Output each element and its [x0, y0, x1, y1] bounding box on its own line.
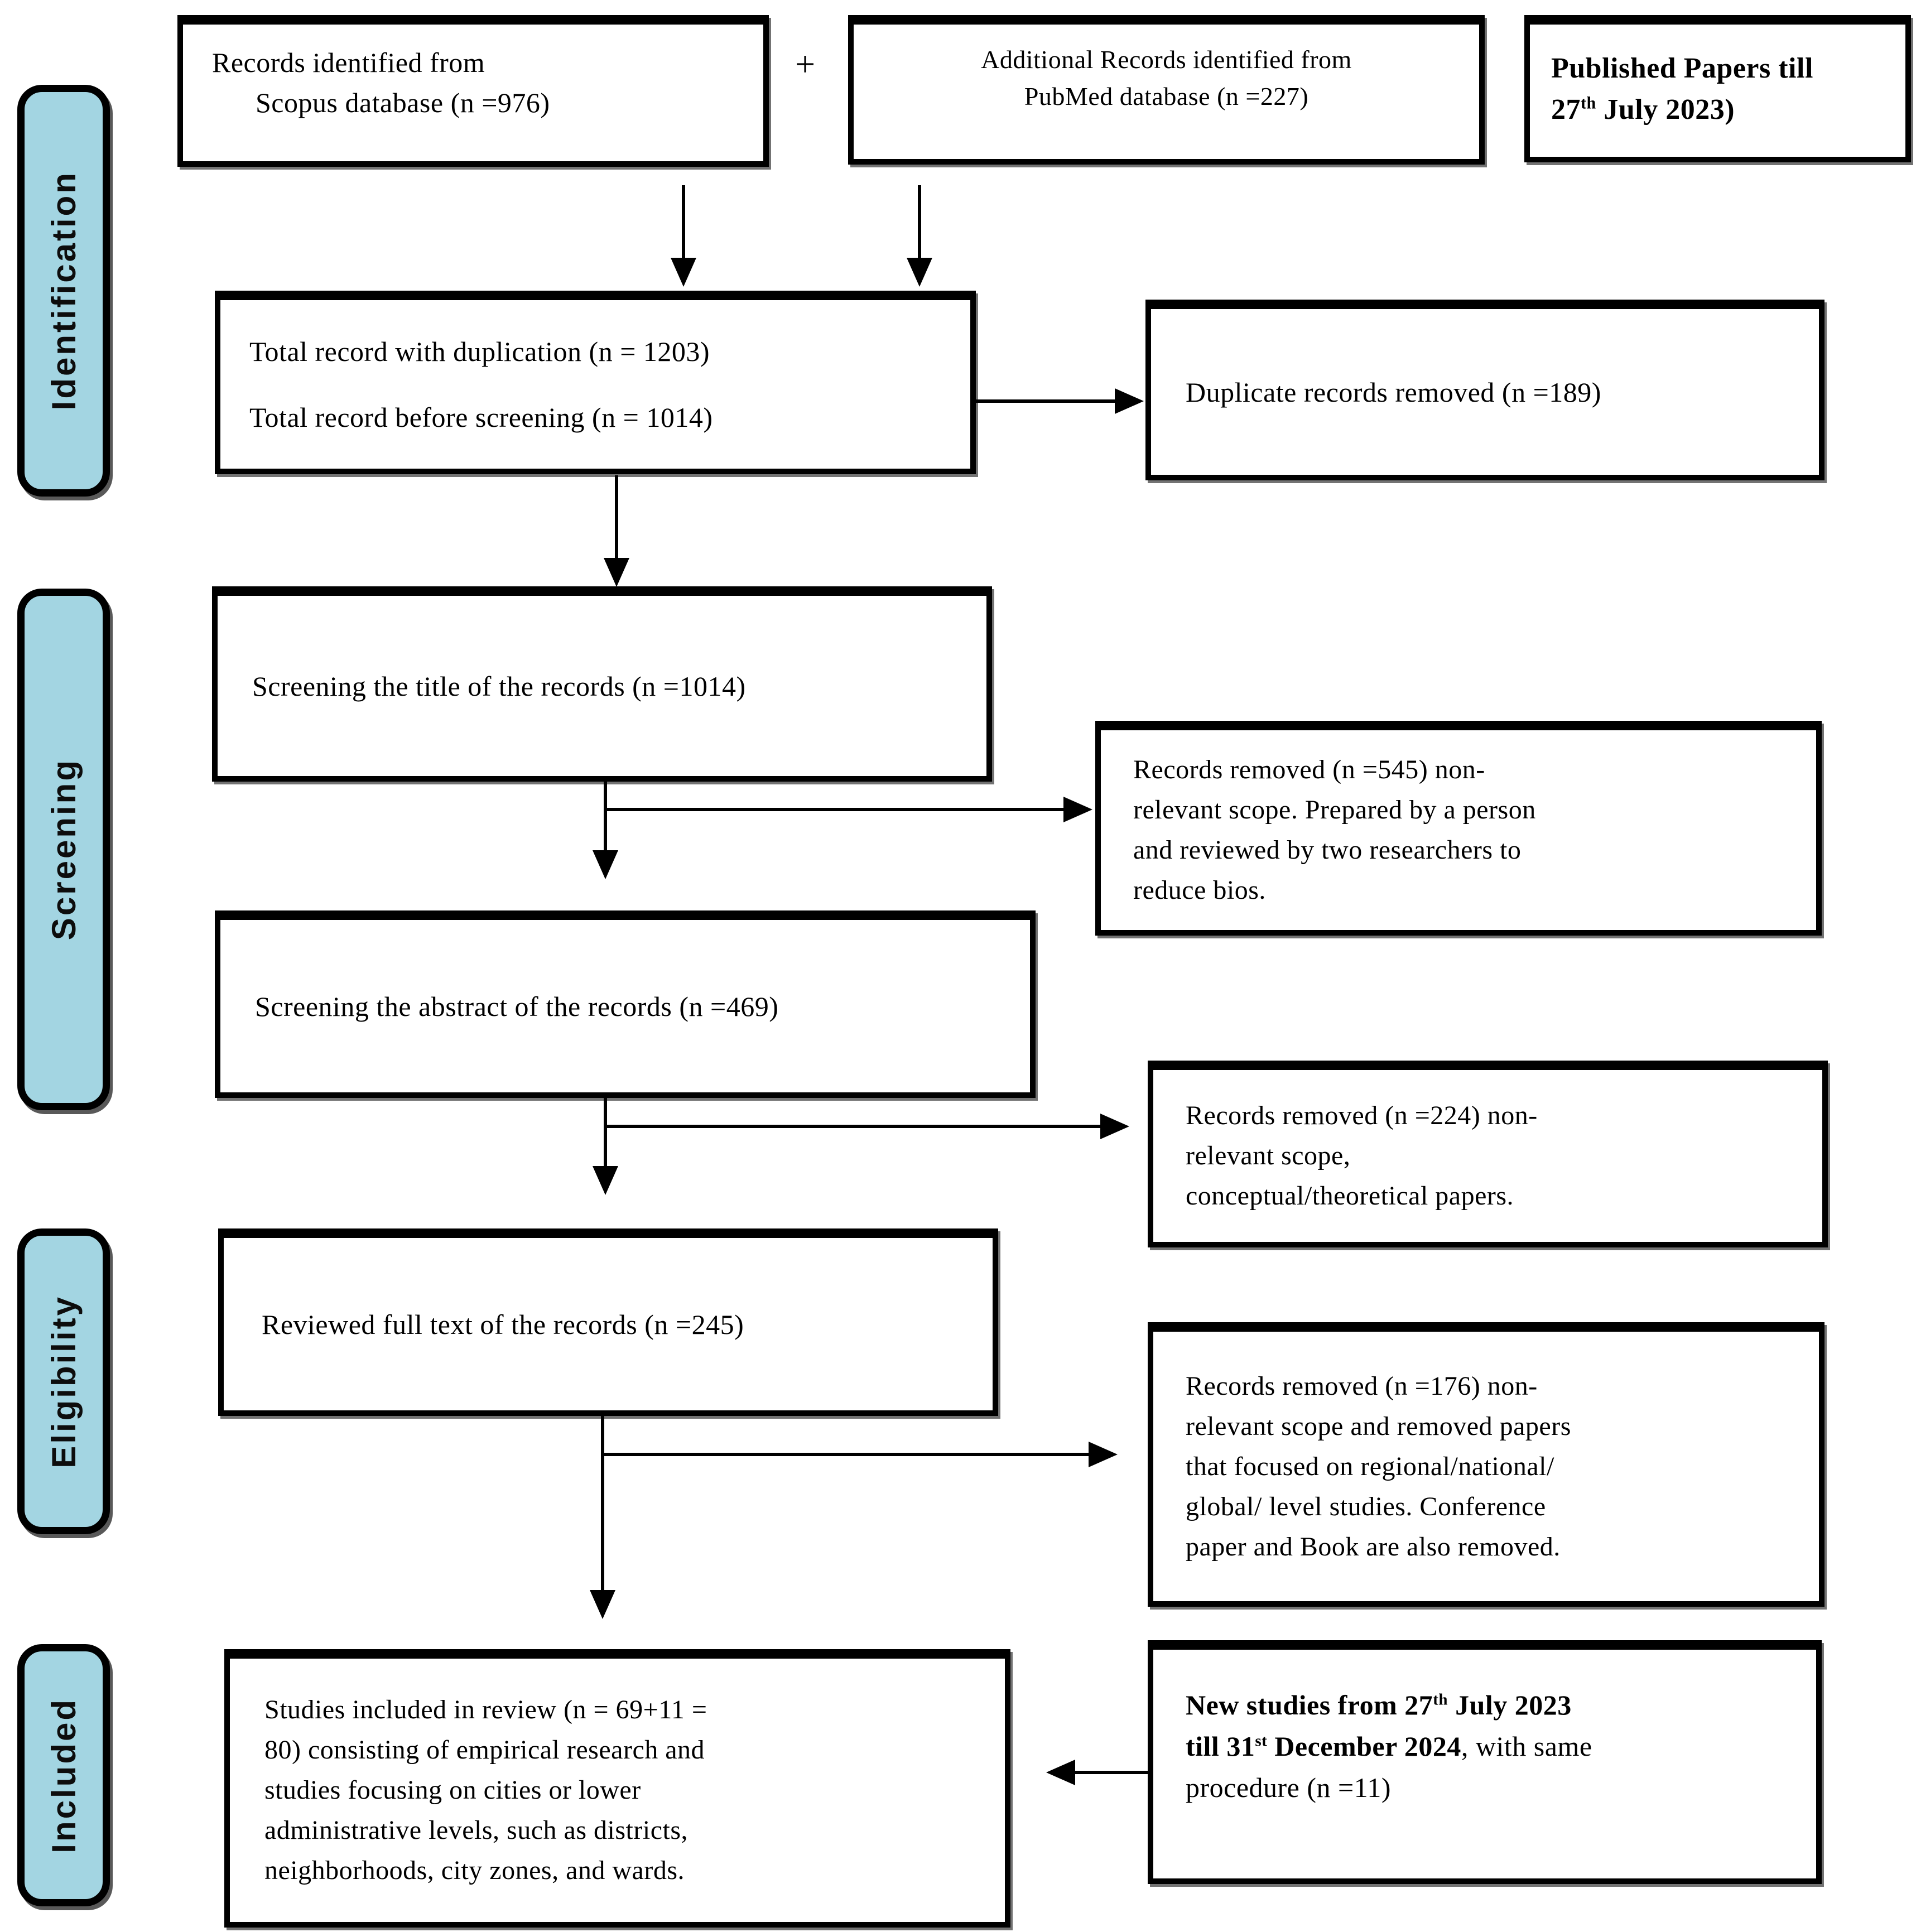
records-removed-176-text: Records removed (n =176) non- relevant s… [1186, 1371, 1571, 1562]
arrow-title-branch-line [604, 808, 1067, 811]
duplicates-removed-text: Duplicate records removed (n =189) [1186, 376, 1601, 408]
arrow-newstudies-to-included-head [1046, 1760, 1075, 1785]
superscript-th: th [1581, 93, 1596, 113]
superscript-th: th [1433, 1690, 1448, 1709]
records-removed-224-text: Records removed (n =224) non- relevant s… [1186, 1101, 1538, 1211]
records-removed-545-text: Records removed (n =545) non- relevant s… [1133, 755, 1536, 905]
published-papers-line1: Published Papers till [1551, 52, 1813, 84]
total-with-duplication-text: Total record with duplication (n = 1203) [249, 336, 710, 367]
arrow-scopus-to-total-head [671, 258, 696, 287]
screening-title-box: Screening the title of the records (n =1… [212, 586, 992, 782]
arrow-total-to-duplicates-line [976, 399, 1118, 403]
arrow-newstudies-to-included-line [1074, 1771, 1148, 1774]
scopus-records-box: Records identified from Scopus database … [177, 15, 769, 167]
arrow-total-to-title-line [615, 475, 618, 560]
new-studies-line1: New studies from 27th July 2023 [1186, 1689, 1572, 1721]
screening-abstract-text: Screening the abstract of the records (n… [255, 990, 779, 1022]
arrow-title-branch-head [1063, 797, 1092, 822]
arrow-fulltext-down-line [601, 1416, 604, 1593]
total-before-screening-text: Total record before screening (n = 1014) [249, 402, 713, 433]
arrow-scopus-to-total-line [682, 185, 685, 261]
total-records-box: Total record with duplication (n = 1203)… [215, 291, 976, 474]
arrow-total-to-title-head [604, 558, 629, 587]
arrow-title-down-head [593, 850, 618, 879]
studies-included-box: Studies included in review (n = 69+11 = … [224, 1649, 1010, 1928]
published-papers-box: Published Papers till 27th July 2023) [1524, 15, 1911, 162]
new-studies-line3: procedure (n =11) [1186, 1772, 1392, 1803]
stage-identification: Identification [17, 85, 110, 497]
pubmed-records-text: Additional Records identified from PubMe… [981, 45, 1352, 110]
stage-screening: Screening [17, 589, 110, 1110]
stage-included-label: Included [45, 1697, 83, 1853]
arrow-total-to-duplicates-head [1115, 388, 1144, 414]
arrow-pubmed-to-total-head [907, 258, 932, 287]
full-text-review-box: Reviewed full text of the records (n =24… [218, 1228, 998, 1416]
new-studies-box: New studies from 27th July 2023 till 31s… [1148, 1640, 1822, 1884]
arrow-abstract-down-line [604, 1098, 607, 1169]
full-text-review-text: Reviewed full text of the records (n =24… [262, 1308, 744, 1340]
stage-included: Included [17, 1644, 110, 1906]
duplicates-removed-box: Duplicate records removed (n =189) [1145, 300, 1824, 480]
plus-sign: + [795, 44, 816, 84]
records-removed-176-box: Records removed (n =176) non- relevant s… [1148, 1322, 1824, 1607]
arrow-title-down-line [604, 782, 607, 854]
studies-included-text: Studies included in review (n = 69+11 = … [264, 1695, 707, 1885]
arrow-fulltext-down-head [590, 1590, 615, 1619]
arrow-abstract-branch-head [1100, 1114, 1129, 1139]
stage-screening-label: Screening [45, 758, 83, 941]
records-removed-545-box: Records removed (n =545) non- relevant s… [1095, 721, 1822, 936]
arrow-fulltext-branch-line [601, 1453, 1092, 1456]
stage-eligibility: Eligibility [17, 1228, 110, 1534]
superscript-st: st [1255, 1732, 1268, 1750]
arrow-abstract-branch-line [604, 1125, 1104, 1128]
stage-identification-label: Identification [45, 171, 83, 411]
scopus-records-text: Records identified from Scopus database … [212, 47, 550, 118]
stage-eligibility-label: Eligibility [45, 1294, 83, 1468]
arrow-pubmed-to-total-line [918, 185, 921, 261]
pubmed-records-box: Additional Records identified from PubMe… [848, 15, 1485, 165]
records-removed-224-box: Records removed (n =224) non- relevant s… [1148, 1061, 1828, 1247]
published-papers-line2: 27th July 2023) [1551, 93, 1735, 126]
screening-title-text: Screening the title of the records (n =1… [252, 670, 746, 702]
arrow-abstract-down-head [593, 1166, 618, 1195]
arrow-fulltext-branch-head [1089, 1442, 1118, 1467]
screening-abstract-box: Screening the abstract of the records (n… [215, 910, 1036, 1098]
new-studies-line2: till 31st December 2024, with same [1186, 1731, 1592, 1762]
